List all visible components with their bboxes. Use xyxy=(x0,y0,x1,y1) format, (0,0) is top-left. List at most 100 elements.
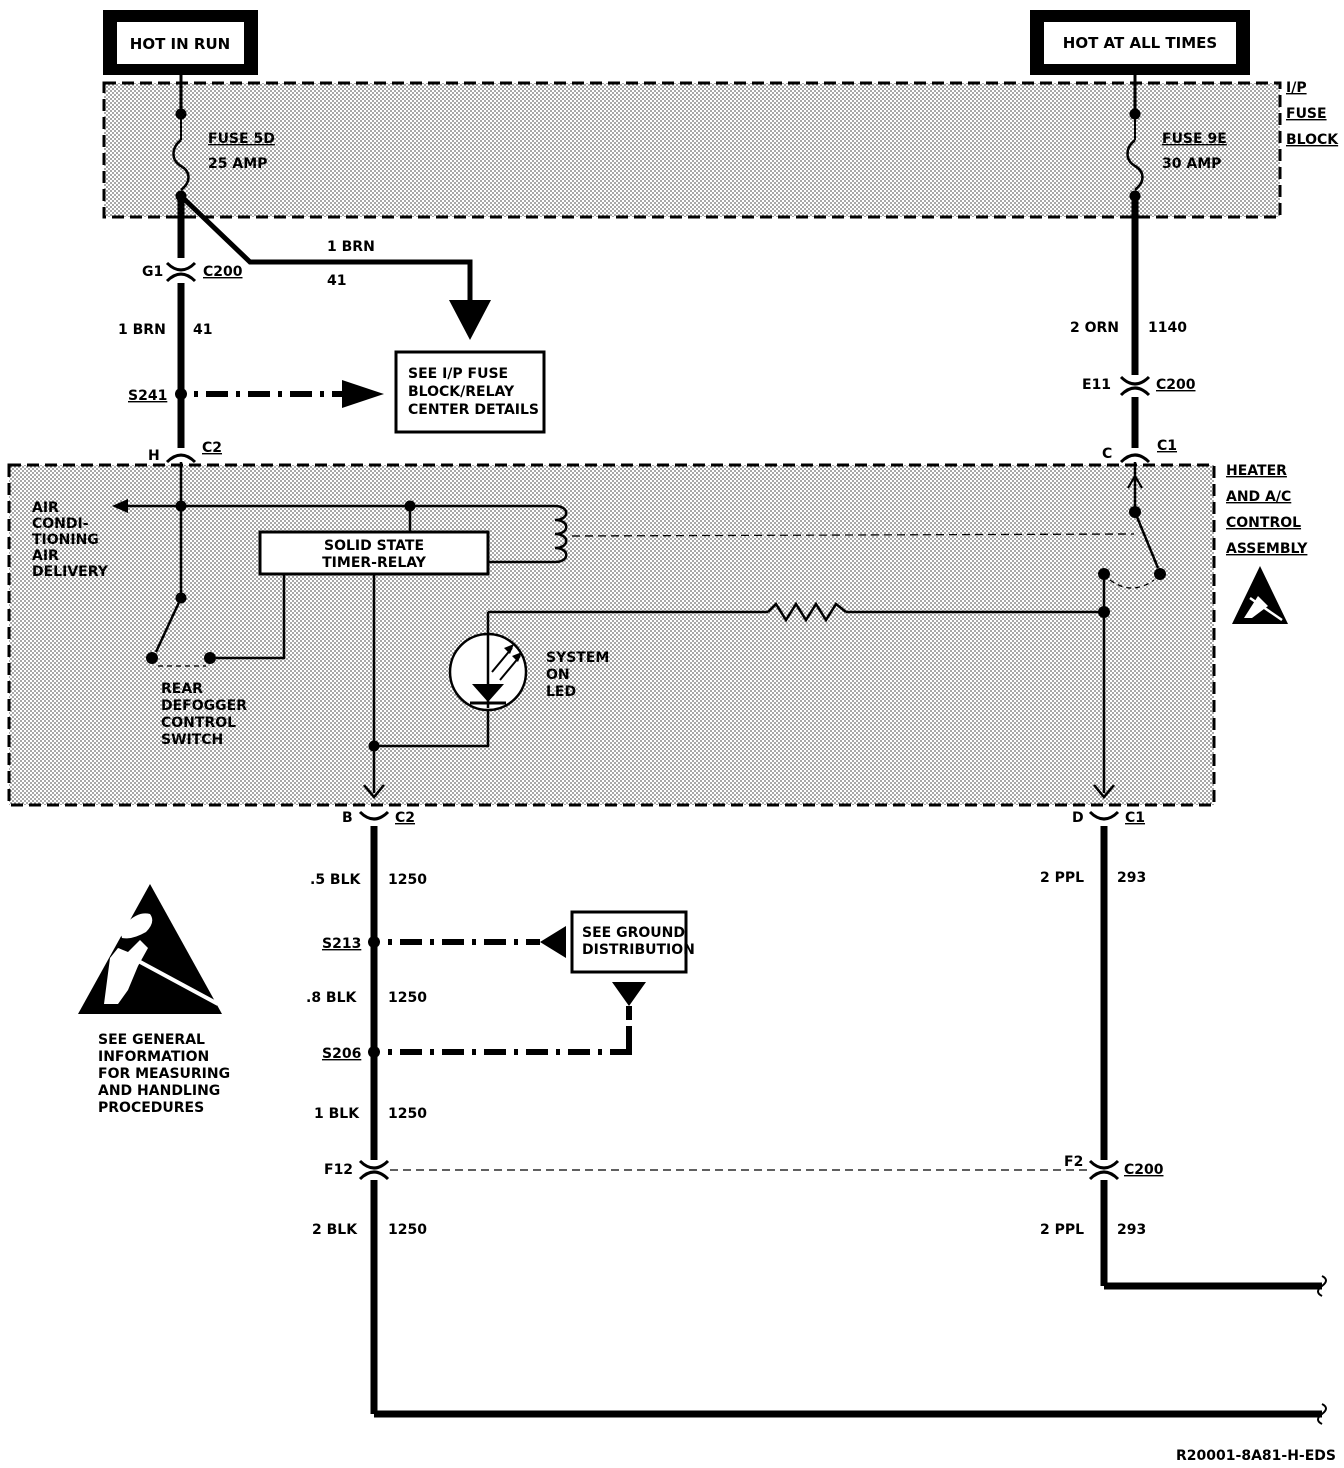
branch-wire xyxy=(179,194,473,305)
assembly-label-line-2: AND A/C xyxy=(1226,489,1291,505)
connector-f12-pin: F12 xyxy=(324,1162,353,1178)
connector-g1-bottom xyxy=(165,272,197,283)
timer-relay-line-1: SOLID STATE xyxy=(324,538,424,554)
right-top-circuit: 1140 xyxy=(1148,320,1187,336)
fuse-block-label: I/P FUSE BLOCK xyxy=(1286,80,1339,148)
left-bot-circuit: 1250 xyxy=(388,1222,427,1238)
left-mid3-circuit: 1250 xyxy=(388,1106,427,1122)
timer-relay-line-2: TIMER-RELAY xyxy=(322,555,427,571)
s241-arrow xyxy=(342,380,384,408)
air-delivery-line-2: CONDI- xyxy=(32,516,89,532)
fuse-block-label-line-3: BLOCK xyxy=(1286,132,1339,148)
fuse-9e-symbol xyxy=(1126,139,1144,191)
hot-in-run-box: HOT IN RUN xyxy=(103,10,258,75)
connector-d-top xyxy=(1088,810,1120,821)
fuse-9e-name: FUSE 9E xyxy=(1162,131,1227,147)
s206-flag xyxy=(612,982,646,1006)
fuse-details-line-2: BLOCK/RELAY xyxy=(408,384,515,400)
esd-note-line-1: SEE GENERAL xyxy=(98,1032,205,1048)
left-mid-circuit: 1250 xyxy=(388,872,427,888)
left-bot-gauge: 2 BLK xyxy=(312,1222,358,1238)
left-top-gauge: 1 BRN xyxy=(118,322,166,338)
connector-c-id: C1 xyxy=(1157,438,1177,454)
s213-flag xyxy=(540,926,566,958)
defogger-line-1: REAR xyxy=(161,681,203,697)
right-power-continuation xyxy=(1317,1275,1327,1297)
connector-f2-pin: F2 xyxy=(1064,1154,1083,1170)
air-delivery-line-3: TIONING xyxy=(32,532,99,548)
timer-relay-box: SOLID STATE TIMER-RELAY xyxy=(258,530,490,576)
led-line-1: SYSTEM xyxy=(546,650,609,666)
connector-e11-bottom xyxy=(1119,386,1151,397)
branch-gauge: 1 BRN xyxy=(327,239,375,255)
connector-f2-bottom xyxy=(1088,1170,1120,1181)
hot-at-all-times-label: HOT AT ALL TIMES xyxy=(1063,34,1217,52)
fuse-details-line-3: CENTER DETAILS xyxy=(408,402,539,418)
relay-coil xyxy=(488,504,568,564)
connector-f2-top xyxy=(1088,1159,1120,1170)
connector-f12-top xyxy=(358,1159,390,1170)
esd-note-line-5: PROCEDURES xyxy=(98,1100,204,1116)
coil-linkage xyxy=(571,533,1135,537)
assembly-label-line-4: ASSEMBLY xyxy=(1226,541,1308,557)
connector-f2-id: C200 xyxy=(1124,1162,1164,1178)
right-bot-circuit: 293 xyxy=(1117,1222,1146,1238)
hot-at-all-times-box: HOT AT ALL TIMES xyxy=(1030,10,1250,75)
fuse-block-label-line-1: I/P xyxy=(1286,80,1307,96)
left-mid-gauge: .5 BLK xyxy=(310,872,362,888)
fuse-5d-rating: 25 AMP xyxy=(208,156,267,172)
air-delivery-arrow xyxy=(112,499,128,513)
fuse-details-line-1: SEE I/P FUSE xyxy=(408,366,508,382)
left-ground-continuation xyxy=(1317,1403,1327,1425)
connector-d-pin: D xyxy=(1072,810,1084,826)
splice-s241: S241 xyxy=(128,388,167,404)
left-mid2-gauge: .8 BLK xyxy=(306,990,358,1006)
air-delivery-line-5: DELIVERY xyxy=(32,564,109,580)
left-top-circuit: 41 xyxy=(193,322,212,338)
connector-b-pin: B xyxy=(342,810,353,826)
defogger-line-2: DEFOGGER xyxy=(161,698,247,714)
branch-circuit: 41 xyxy=(327,273,346,289)
diagram-code: R20001-8A81-H-EDS xyxy=(1176,1448,1336,1464)
ground-dist-line-1: SEE GROUND xyxy=(582,925,685,941)
defogger-line-4: SWITCH xyxy=(161,732,223,748)
connector-d-id: C1 xyxy=(1125,810,1145,826)
branch-arrow xyxy=(449,300,491,340)
connector-e11-top xyxy=(1119,375,1151,386)
connector-h-bottom xyxy=(165,453,197,464)
right-mid-circuit: 293 xyxy=(1117,870,1146,886)
led-line-3: LED xyxy=(546,684,576,700)
esd-warning-icon xyxy=(78,884,222,1014)
connector-e11-pin: E11 xyxy=(1082,377,1111,393)
resistor xyxy=(767,601,847,623)
connector-f12-bottom xyxy=(358,1170,390,1181)
system-on-led xyxy=(448,612,528,712)
control-assembly-area xyxy=(7,463,1216,807)
esd-warning-icon-small xyxy=(1232,566,1288,624)
fuse-details-ref-box: SEE I/P FUSE BLOCK/RELAY CENTER DETAILS xyxy=(394,350,546,434)
esd-note-line-2: INFORMATION xyxy=(98,1049,209,1065)
connector-g1-pin: G1 xyxy=(142,264,163,280)
left-mid2-circuit: 1250 xyxy=(388,990,427,1006)
connector-g1-id: C200 xyxy=(203,264,243,280)
right-mid-gauge: 2 PPL xyxy=(1040,870,1084,886)
hot-in-run-label: HOT IN RUN xyxy=(130,35,230,53)
connector-e11-id: C200 xyxy=(1156,377,1196,393)
ground-distribution-ref-box: SEE GROUND DISTRIBUTION xyxy=(570,910,695,974)
fuse-5d-name: FUSE 5D xyxy=(208,131,275,147)
esd-note-line-4: AND HANDLING xyxy=(98,1083,220,1099)
connector-c-bottom xyxy=(1119,453,1151,464)
air-delivery-line-1: AIR xyxy=(32,500,59,516)
left-mid3-gauge: 1 BLK xyxy=(314,1106,360,1122)
air-delivery-line-4: AIR xyxy=(32,548,59,564)
right-bot-gauge: 2 PPL xyxy=(1040,1222,1084,1238)
assembly-label-line-3: CONTROL xyxy=(1226,515,1301,531)
fuse-block-label-line-2: FUSE xyxy=(1286,106,1327,122)
splice-s213: S213 xyxy=(322,936,361,952)
assembly-label-line-1: HEATER xyxy=(1226,463,1287,479)
assembly-label: HEATER AND A/C CONTROL ASSEMBLY xyxy=(1226,463,1308,557)
blower-switch-blade xyxy=(1133,511,1160,569)
fuse-block-area xyxy=(102,81,1282,219)
splice-s206: S206 xyxy=(322,1046,361,1062)
